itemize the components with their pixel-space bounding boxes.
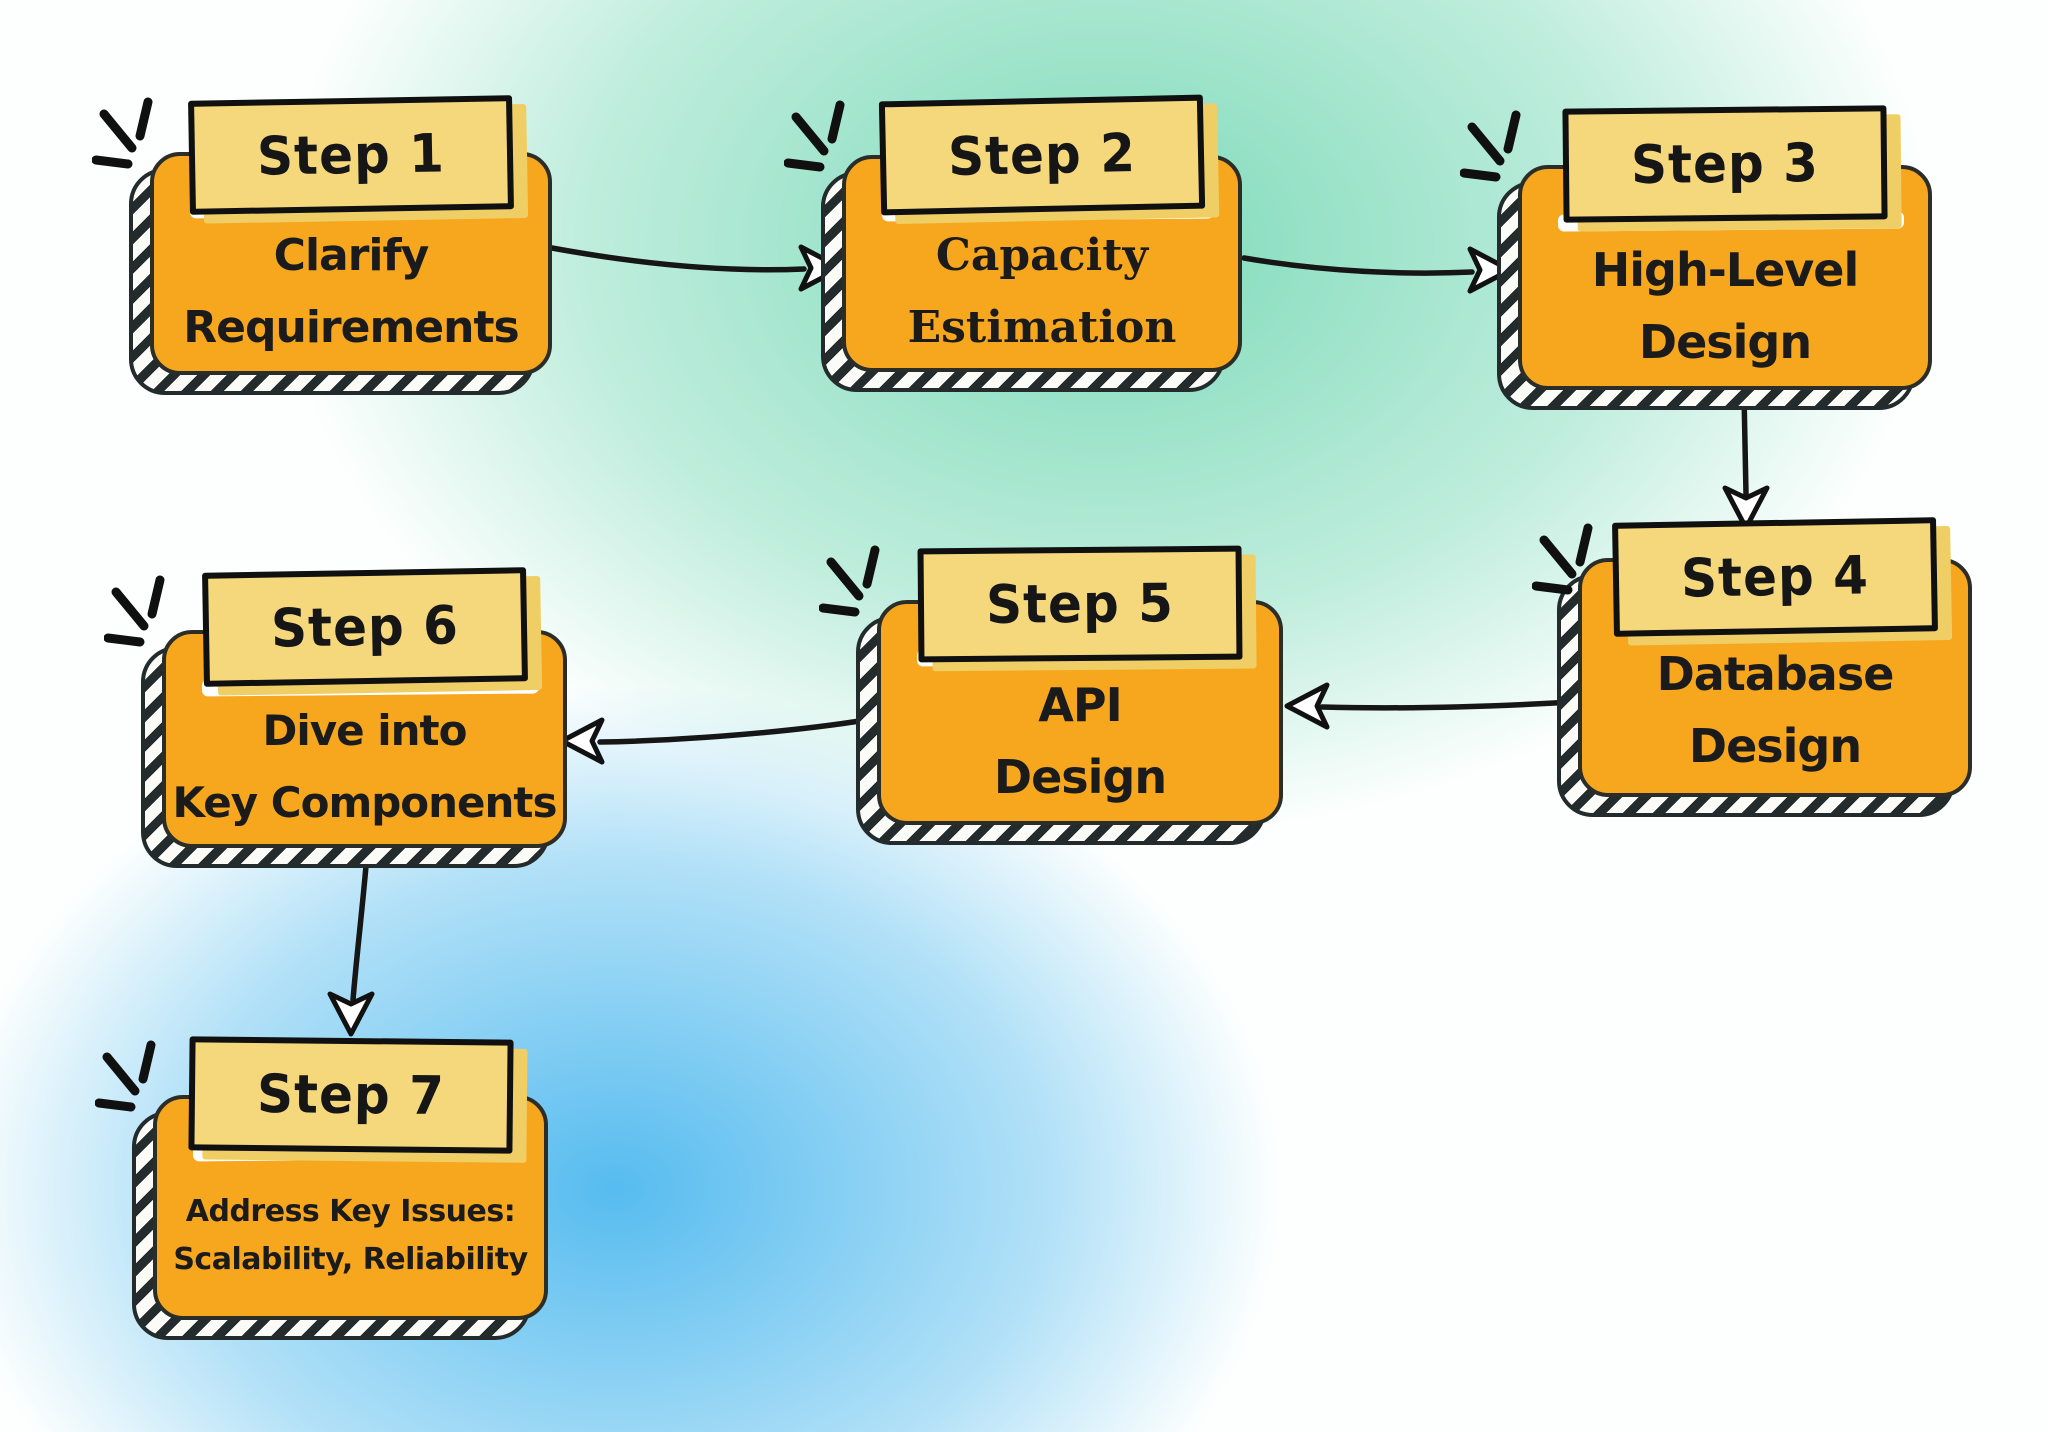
step-text-line1: API (1038, 677, 1122, 732)
step-5-badge: Step 5 (917, 545, 1243, 663)
step-text-line2: Design (1688, 718, 1862, 773)
step-badge-label: Step 2 (947, 122, 1137, 188)
connector-step4-to-step5 (1284, 682, 1575, 730)
step-text-line2: Design (1638, 314, 1812, 369)
step-7-badge: Step 7 (187, 1036, 514, 1154)
step-3-text: High-Level Design (1510, 229, 1940, 382)
step-badge-label: Step 7 (256, 1063, 445, 1127)
step-text-line1: Clarify (273, 229, 430, 281)
sparkle-icon (92, 97, 153, 169)
step-4-card: Database Design Step 4 (1532, 517, 1972, 817)
step-text-line2: Estimation (907, 301, 1177, 353)
step-text-line2: Design (993, 749, 1167, 804)
step-6-text: Dive into Key Components (154, 694, 575, 840)
step-2-text: Capacity Estimation (834, 219, 1250, 364)
sparkle-icon (784, 100, 845, 172)
step-2-card: Capacity Estimation Step 2 (784, 94, 1242, 392)
step-7-card: Address Key Issues: Scalability, Reliabi… (95, 1036, 548, 1340)
step-4-text: Database Design (1570, 630, 1980, 789)
step-badge-label: Step 5 (985, 572, 1175, 636)
connector-step1-to-step2 (549, 244, 844, 292)
step-text-line1: Database (1656, 646, 1895, 701)
step-3-card: High-Level Design Step 3 (1460, 105, 1932, 410)
step-4-badge: Step 4 (1612, 517, 1938, 637)
connector-step6-to-step7 (327, 863, 375, 1037)
arrowhead-down-icon (327, 991, 375, 1037)
step-text-line1: Address Key Issues: (185, 1193, 516, 1229)
step-1-badge: Step 1 (188, 95, 514, 215)
connector-step2-to-step3 (1241, 246, 1513, 294)
step-text-line1: Dive into (262, 706, 468, 755)
connector-step5-to-step6 (559, 717, 869, 765)
step-badge-label: Step 1 (256, 122, 446, 188)
step-text-line1: High-Level (1591, 242, 1859, 297)
step-5-card: API Design Step 5 (819, 545, 1283, 845)
step-2-badge: Step 2 (878, 94, 1206, 216)
sparkle-icon (1460, 110, 1521, 182)
step-3-badge: Step 3 (1562, 105, 1888, 223)
connector-step3-to-step4 (1722, 391, 1770, 531)
step-text-line2: Key Components (172, 778, 557, 827)
sparkle-icon (1532, 523, 1593, 595)
step-text-line1: Capacity (935, 229, 1149, 281)
step-6-badge: Step 6 (201, 567, 528, 687)
sparkle-icon (819, 545, 880, 617)
step-6-card: Dive into Key Components Step 6 (104, 567, 567, 868)
step-1-text: Clarify Requirements (142, 216, 560, 367)
step-1-card: Clarify Requirements Step 1 (92, 95, 552, 395)
step-text-line2: Scalability, Reliability (173, 1241, 528, 1277)
step-5-text: API Design (869, 664, 1291, 817)
step-7-text: Address Key Issues: Scalability, Reliabi… (145, 1159, 556, 1312)
step-text-line2: Requirements (183, 301, 519, 353)
sparkle-icon (95, 1040, 156, 1112)
step-badge-label: Step 4 (1680, 544, 1870, 610)
sparkle-icon (104, 575, 165, 647)
step-badge-label: Step 6 (270, 594, 459, 660)
step-badge-label: Step 3 (1630, 132, 1820, 196)
arrowhead-left-icon (1284, 682, 1330, 730)
